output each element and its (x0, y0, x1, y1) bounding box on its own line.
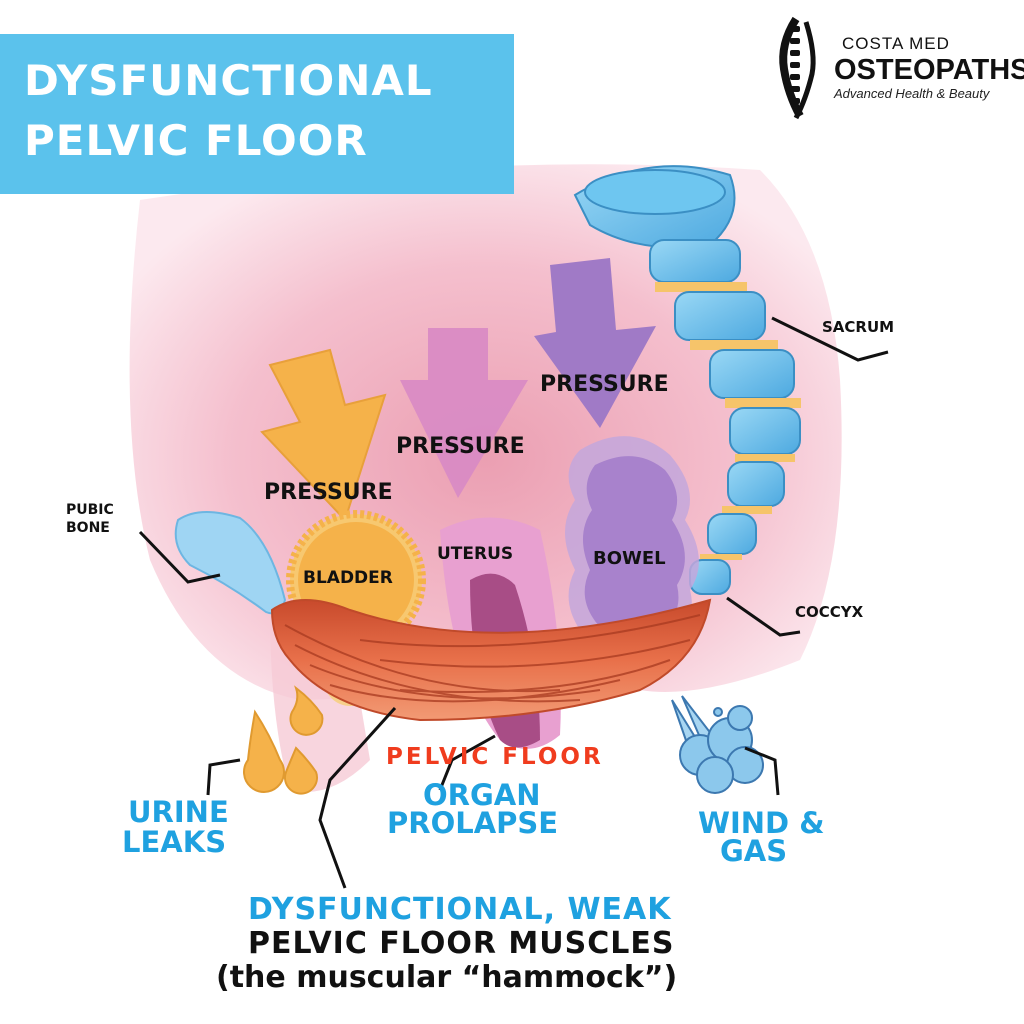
title-banner: DYSFUNCTIONAL PELVIC FLOOR (0, 34, 514, 194)
caption-line1: DYSFUNCTIONAL, WEAK (248, 892, 672, 927)
effect-urine-line1: URINE (128, 795, 229, 829)
effect-organ-line2: PROLAPSE (387, 806, 559, 840)
label-pelvic-floor: PELVIC FLOOR (386, 744, 604, 770)
title-line-2: PELVIC FLOOR (24, 116, 368, 165)
effect-organ-line1: ORGAN (423, 778, 541, 812)
label-bowel: BOWEL (593, 548, 666, 569)
urine-droplets (243, 685, 324, 795)
muscle-fibers (284, 614, 701, 703)
title-line-1: DYSFUNCTIONAL (24, 56, 433, 105)
logo-top-text: COSTA MED (842, 34, 950, 53)
label-coccyx: COCCYX (795, 603, 864, 621)
label-uterus: UTERUS (437, 544, 514, 564)
label-pressure-bladder: PRESSURE (264, 480, 393, 505)
label-pressure-uterus: PRESSURE (396, 434, 525, 459)
caption-line2: PELVIC FLOOR MUSCLES (248, 926, 675, 961)
bowel-pressure-arrow (534, 258, 656, 428)
label-pubic-bone-line2: BONE (66, 520, 110, 536)
spine-logo-icon (779, 16, 816, 120)
label-bladder: BLADDER (303, 568, 393, 588)
sacrum-spine-illustration (573, 165, 801, 595)
caption-line3: (the muscular “hammock”) (216, 960, 678, 995)
logo-tagline: Advanced Health & Beauty (834, 86, 990, 101)
label-sacrum: SACRUM (822, 318, 895, 336)
pelvic-floor-muscle-hammock (270, 598, 712, 722)
leader-lines (138, 316, 889, 889)
bladder-pressure-arrow (260, 348, 387, 522)
gas-cloud (671, 695, 764, 794)
effect-wind-line2: GAS (720, 834, 788, 868)
label-pubic-bone-line1: PUBIC (66, 502, 114, 518)
effect-wind-line1: WIND & (698, 806, 825, 840)
effect-urine-line2: LEAKS (122, 825, 227, 859)
uterus-pressure-arrow (400, 328, 528, 498)
label-pressure-bowel: PRESSURE (540, 372, 669, 397)
logo-main-text: OSTEOPATHS (834, 54, 1024, 86)
costa-med-logo: COSTA MED OSTEOPATHS Advanced Health & B… (762, 14, 1024, 124)
bowel-illustration (565, 436, 699, 653)
